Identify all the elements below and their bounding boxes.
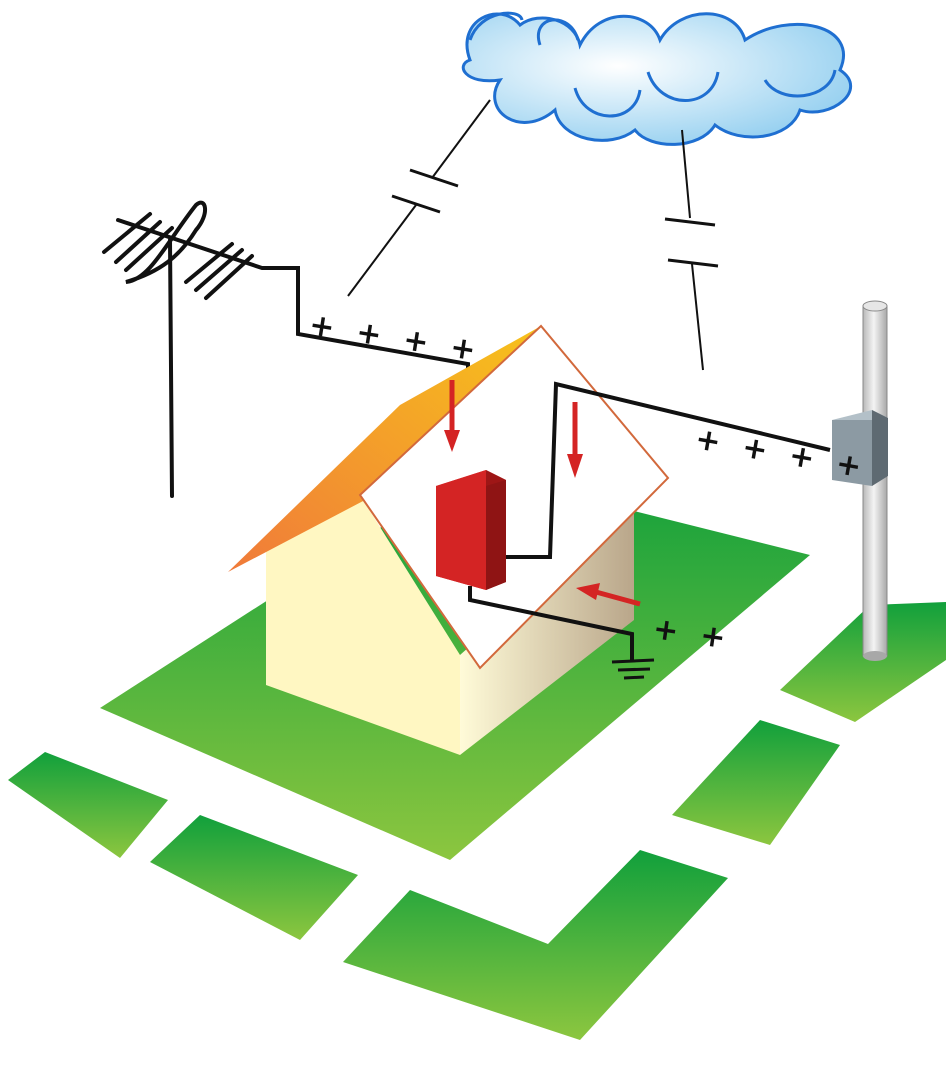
ground-symbol-icon: [611, 658, 655, 680]
house-icon: [228, 324, 670, 755]
house-gable-cutaway: [358, 324, 670, 670]
house-front-wall: [266, 495, 460, 755]
arrow-down-power-icon: [567, 402, 583, 478]
ground-wire: [468, 586, 634, 660]
lawn-right-small: [780, 602, 946, 722]
cloud-icon: [461, 11, 853, 146]
capacitor-symbol-left: [347, 99, 491, 297]
house-roof: [228, 326, 541, 572]
power-line-wire: [506, 381, 831, 559]
capacitor-symbol-right: [664, 129, 719, 371]
lawn-l-shape: [343, 850, 728, 1040]
surge-protector-icon: [436, 470, 506, 590]
junction-box-icon: [832, 410, 888, 486]
lawn-left-front: [8, 752, 168, 858]
lawn-center-front: [150, 815, 358, 940]
lawn-right-mid: [672, 720, 840, 845]
antenna-icon: [102, 200, 264, 498]
antenna-charges-label: + + + +: [307, 307, 484, 369]
surge-arrows: [444, 380, 641, 607]
house-side-wall: [460, 500, 634, 755]
arrow-left-ground-icon: [576, 583, 641, 607]
arrow-down-antenna-icon: [444, 380, 460, 452]
